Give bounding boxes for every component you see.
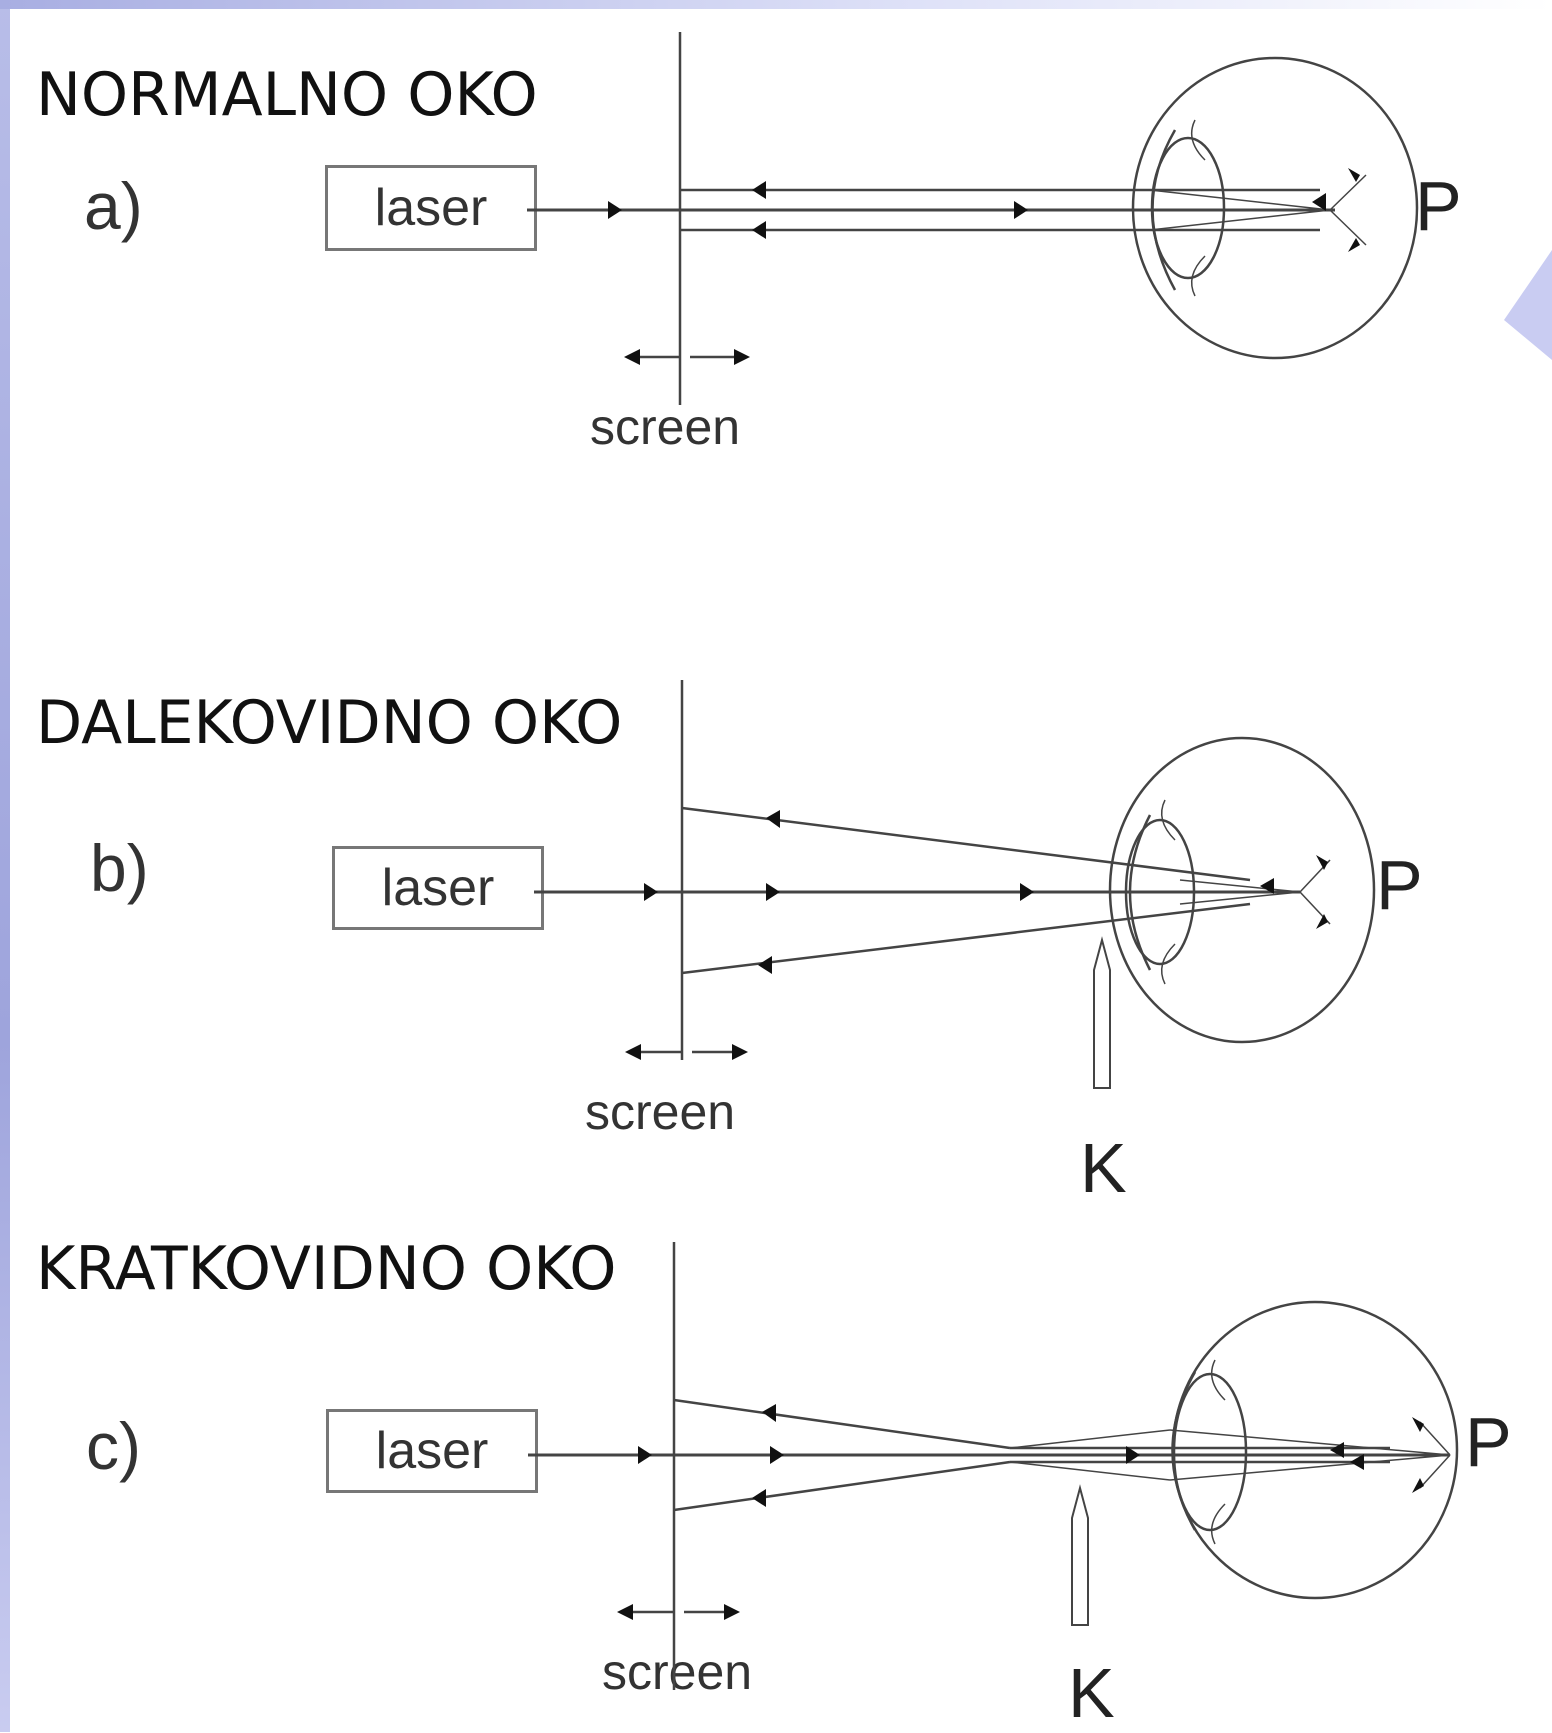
return-ray-lower — [673, 1460, 1011, 1512]
panel-sub-label: c) — [86, 1409, 141, 1483]
panel-normal-eye: NORMALNO OKO a) laser screen P — [10, 0, 1552, 600]
arrow-head — [1014, 201, 1028, 219]
arrow-head — [758, 956, 772, 974]
optics-diagram — [528, 1242, 1459, 1690]
point-p-label: P — [1465, 1403, 1512, 1481]
slide-frame-left — [0, 0, 10, 1732]
arrow-head — [1348, 238, 1360, 252]
arrow-head — [770, 1446, 784, 1464]
arrow-head — [752, 1489, 766, 1507]
arrow-head — [608, 201, 622, 219]
eyeball — [1108, 736, 1376, 1044]
point-k-label: K — [1080, 1129, 1127, 1207]
arrow-head — [766, 810, 780, 828]
return-ray-upper — [673, 1398, 1011, 1450]
arrow-head — [644, 883, 658, 901]
slide-frame-top — [0, 0, 1552, 9]
arrow-head — [1260, 878, 1274, 894]
lens — [1150, 136, 1226, 280]
arrow-head — [1348, 168, 1360, 182]
lens — [1124, 818, 1196, 966]
lens — [1172, 1372, 1248, 1532]
screen-label: screen — [585, 1084, 736, 1140]
arrow-head — [638, 1446, 652, 1464]
panel-heading: DALEKOVIDNO OKO — [36, 688, 623, 758]
panel-sub-label: b) — [90, 831, 149, 905]
pointer-k — [1071, 1484, 1089, 1626]
arrow-head — [617, 1604, 633, 1620]
pointer-k — [1093, 936, 1111, 1089]
decorative-triangle — [1504, 250, 1552, 360]
point-p-label: P — [1376, 846, 1423, 924]
arrow-head — [734, 349, 750, 365]
arrow-head — [752, 221, 766, 239]
arrow-head — [1316, 914, 1328, 929]
laser-box: laser — [325, 165, 537, 251]
laser-box: laser — [332, 846, 544, 930]
arrow-head — [624, 349, 640, 365]
eyeball — [1131, 56, 1419, 360]
panel-heading: NORMALNO OKO — [36, 60, 538, 130]
panel-heading: KRATKOVIDNO OKO — [36, 1234, 617, 1304]
eyeball — [1171, 1300, 1459, 1600]
arrow-head — [732, 1044, 748, 1060]
arrow-head — [1020, 883, 1034, 901]
optics-diagram — [527, 32, 1419, 405]
return-ray-lower — [681, 902, 1251, 975]
point-p-label: P — [1415, 167, 1462, 245]
arrow-head — [1412, 1478, 1424, 1493]
screen-label: screen — [590, 399, 741, 455]
arrow-head — [766, 883, 780, 901]
arrow-head — [752, 181, 766, 199]
arrow-head — [1350, 1454, 1364, 1470]
panel-farsighted-eye: DALEKOVIDNO OKO b) laser screen P K — [10, 640, 1552, 1207]
laser-box: laser — [326, 1409, 538, 1493]
arrow-head — [724, 1604, 740, 1620]
arrow-head — [1316, 855, 1328, 870]
arrow-head — [762, 1404, 776, 1422]
screen-label: screen — [602, 1644, 753, 1700]
arrow-head — [625, 1044, 641, 1060]
arrow-head — [1412, 1417, 1424, 1432]
panel-sub-label: a) — [84, 169, 143, 243]
arrow-head — [1330, 1442, 1344, 1458]
arrow-head — [1126, 1446, 1140, 1464]
optics-diagram — [534, 680, 1376, 1089]
panel-nearsighted-eye: KRATKOVIDNO OKO c) laser screen P K — [10, 1200, 1552, 1732]
arrow-head — [1312, 193, 1326, 211]
point-k-label: K — [1068, 1654, 1115, 1732]
